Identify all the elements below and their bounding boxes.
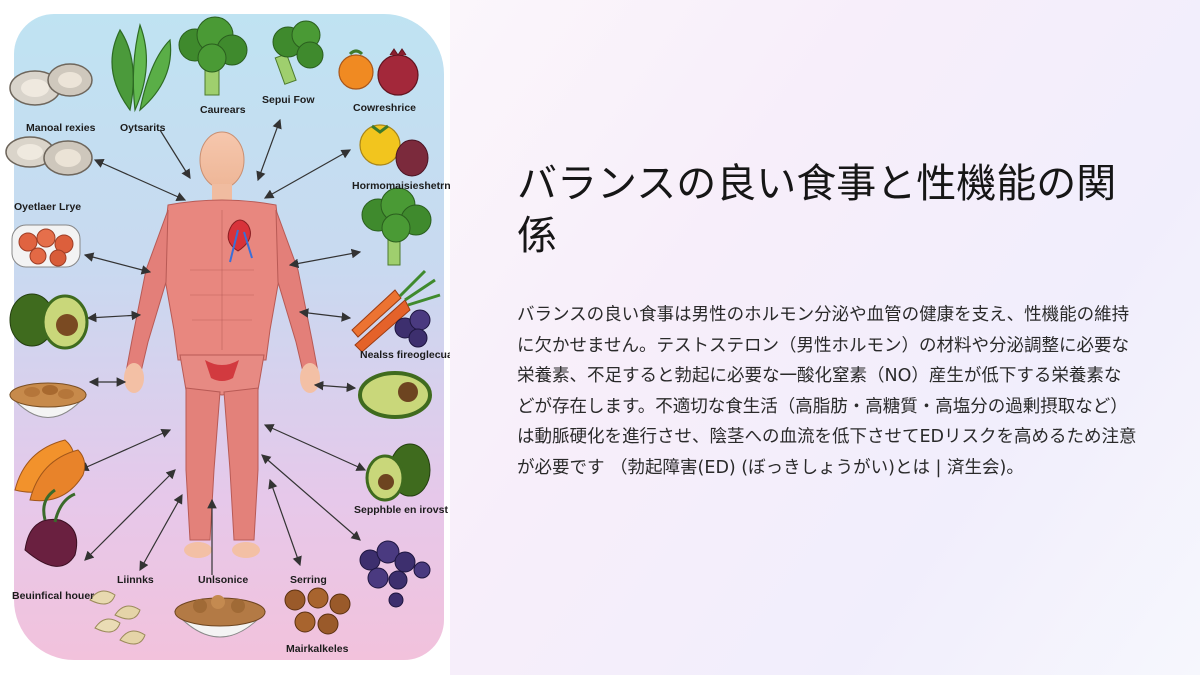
- oyster-top-left-icon: [9, 63, 93, 106]
- sweet-potato-icon: [14, 439, 86, 502]
- salmon-icon: [11, 224, 81, 268]
- walnut-bowl-icon: [173, 595, 267, 638]
- label-lentils: Liinnks: [117, 574, 154, 586]
- avocado-right-icon: [358, 371, 432, 419]
- cashews-icon: [89, 590, 146, 645]
- oyster-mid-left-icon: [5, 136, 93, 176]
- connection-arrows: [78, 118, 367, 575]
- avocado-left-icon: [9, 293, 89, 350]
- label-fruit-top: Cowreshrice: [353, 102, 417, 114]
- illustration-art: [5, 16, 441, 645]
- blackberries-bottom-icon: [359, 540, 431, 608]
- label-seeds: Serring: [290, 574, 327, 586]
- label-carrot-right: Nealss fireoglecual: [360, 349, 450, 361]
- label-walnuts: Mairkalkeles: [286, 643, 349, 655]
- blackberries-right-icon: [394, 309, 431, 348]
- label-nuts-bowl: Unlsonice: [198, 574, 249, 586]
- broccoli-top-icon: [178, 16, 248, 96]
- label-broccoli-top: Sepui Fow: [262, 94, 315, 106]
- broccoli-top-right-icon: [272, 20, 324, 85]
- text-panel-background: [450, 0, 1200, 675]
- almond-bowl-icon: [8, 382, 88, 418]
- avocado-half-right-icon: [365, 443, 431, 502]
- carrot-icon: [351, 269, 441, 353]
- slide-title: バランスの良い食事と性機能の関係: [517, 161, 1117, 259]
- label-beet-left: Beuinfical houer: [12, 590, 95, 602]
- label-manual: Manoal rexies: [26, 122, 96, 134]
- label-avocado-right: Sepphble en irovst: [354, 504, 448, 516]
- spinach-icon: [111, 22, 172, 113]
- label-oyster-left: Oyetlaer Lrye: [14, 201, 82, 213]
- food-body-illustration: Oytsarits Caurears Sepui Fow Cowreshrice…: [0, 0, 450, 675]
- beet-icon: [24, 488, 78, 567]
- pomegranate-icon: [377, 48, 419, 96]
- label-hormone: Hormomaisieshetrny: [352, 180, 450, 192]
- slide-body-text: バランスの良い食事は男性のホルモン分泌や血管の健康を支え、性機能の維持に欠かせま…: [517, 305, 1137, 478]
- human-figure: [124, 131, 320, 558]
- label-cauliflower: Caurears: [200, 104, 246, 116]
- orange-icon: [338, 49, 374, 90]
- tomato-icon: [359, 124, 401, 166]
- hazelnuts-icon: [284, 587, 351, 635]
- broccoli-right-icon: [361, 187, 432, 266]
- fig-icon: [395, 139, 429, 177]
- label-oysters: Oytsarits: [120, 122, 166, 134]
